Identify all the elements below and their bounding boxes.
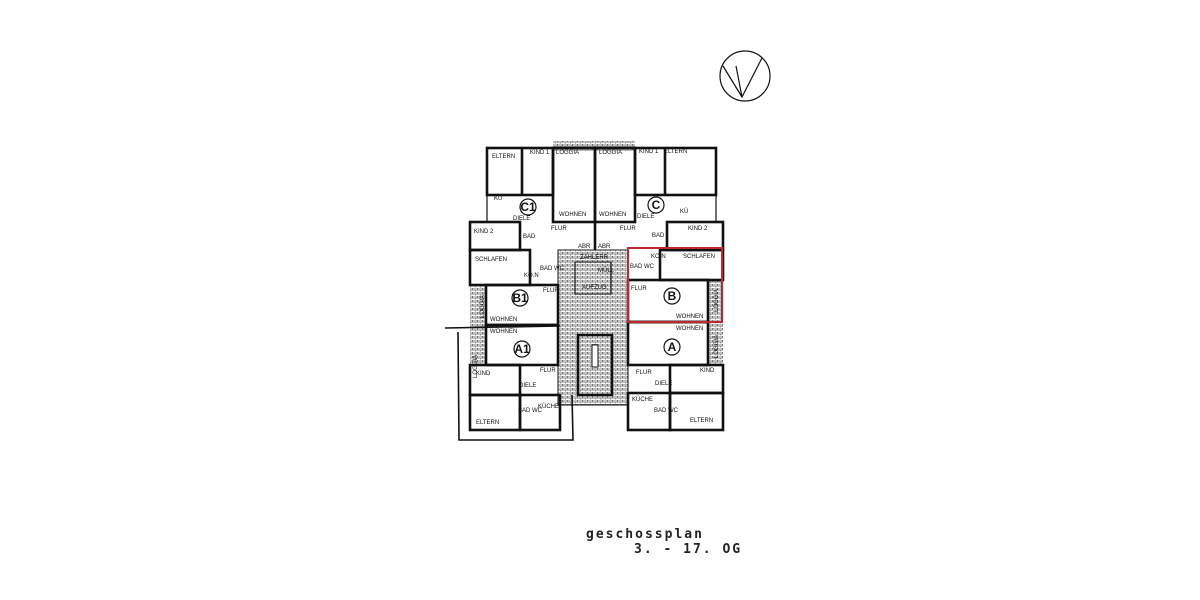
svg-text:BAD: BAD <box>523 234 536 240</box>
highlighted-apartment-b <box>627 247 723 323</box>
svg-text:LOGGIA: LOGGIA <box>473 355 479 378</box>
svg-text:KIND 2: KIND 2 <box>688 226 708 232</box>
svg-text:AUFZUG: AUFZUG <box>582 285 607 291</box>
svg-text:ABR: ABR <box>598 244 611 250</box>
svg-text:SCHLAFEN: SCHLAFEN <box>475 257 507 263</box>
svg-text:WOHNEN: WOHNEN <box>599 212 626 218</box>
svg-text:SCHLAFEN: SCHLAFEN <box>683 254 715 260</box>
svg-text:FLUR: FLUR <box>540 368 556 374</box>
svg-text:BAD: BAD <box>652 233 665 239</box>
svg-text:WOHNEN: WOHNEN <box>676 314 703 320</box>
loggia-top-left <box>553 141 595 151</box>
svg-text:LOGGIA: LOGGIA <box>599 150 622 156</box>
svg-text:KIND 1: KIND 1 <box>639 149 659 155</box>
svg-text:DIELE: DIELE <box>637 214 654 220</box>
svg-text:KIND: KIND <box>700 368 715 374</box>
svg-text:FLUR: FLUR <box>620 226 636 232</box>
svg-text:A: A <box>668 340 677 354</box>
compass-north-icon <box>719 50 771 102</box>
plan-subtitle: 3. - 17. OG <box>634 542 743 557</box>
stair-core <box>557 249 629 406</box>
svg-text:KÜCHE: KÜCHE <box>538 403 559 410</box>
svg-text:ZÄHLERR: ZÄHLERR <box>580 254 609 261</box>
room-labels: ELTERN KIND 1 LOGGIA LOGGIA KIND 1 ELTER… <box>473 149 720 426</box>
svg-text:KÜCHE: KÜCHE <box>632 396 653 403</box>
svg-text:ELTERN: ELTERN <box>492 154 515 160</box>
svg-text:KO.N: KO.N <box>524 273 539 279</box>
svg-text:DIELE: DIELE <box>655 381 672 387</box>
svg-text:BAD WC: BAD WC <box>654 408 679 414</box>
svg-text:B: B <box>668 289 677 303</box>
elevator <box>574 261 612 295</box>
svg-text:LOGGIA: LOGGIA <box>714 289 720 312</box>
svg-text:WOHNEN: WOHNEN <box>490 317 517 323</box>
loggia-top-right <box>595 141 635 151</box>
svg-text:WOHNEN: WOHNEN <box>490 329 517 335</box>
svg-text:A1: A1 <box>514 342 530 356</box>
svg-text:FLUR: FLUR <box>636 370 652 376</box>
svg-text:LOGGIA: LOGGIA <box>714 335 720 358</box>
plan-title: geschossplan <box>586 527 704 542</box>
svg-text:C1: C1 <box>520 200 536 214</box>
svg-text:B1: B1 <box>512 291 528 305</box>
svg-text:LOGGIA: LOGGIA <box>480 295 486 318</box>
svg-text:KIND 2: KIND 2 <box>474 229 494 235</box>
loggia-left <box>470 285 486 365</box>
svg-text:ELTERN: ELTERN <box>476 420 499 426</box>
unit-markers: C1 C B1 B A1 A <box>511 196 681 358</box>
svg-text:ELTERN: ELTERN <box>664 149 687 155</box>
svg-text:FLUR: FLUR <box>543 288 559 294</box>
svg-text:DIELE: DIELE <box>519 383 536 389</box>
svg-text:KIND: KIND <box>476 371 491 377</box>
svg-text:C: C <box>652 198 661 212</box>
svg-text:BAD WC: BAD WC <box>540 266 565 272</box>
svg-text:BAD WC: BAD WC <box>630 264 655 270</box>
svg-text:KÜ: KÜ <box>494 195 502 202</box>
svg-text:DIELE: DIELE <box>513 216 530 222</box>
svg-text:ABR: ABR <box>578 244 591 250</box>
svg-text:KÜ: KÜ <box>680 208 688 215</box>
svg-text:ELTERN: ELTERN <box>690 418 713 424</box>
svg-text:WOHNEN: WOHNEN <box>676 326 703 332</box>
svg-text:WOHNEN: WOHNEN <box>559 212 586 218</box>
svg-text:BAD WC: BAD WC <box>518 408 543 414</box>
svg-text:KO.N: KO.N <box>651 254 666 260</box>
stairwell <box>576 333 614 397</box>
svg-text:FLUR: FLUR <box>551 226 567 232</box>
svg-text:FLUR: FLUR <box>631 286 647 292</box>
svg-text:LOGGIA: LOGGIA <box>556 150 579 156</box>
svg-text:KIND 1: KIND 1 <box>530 150 550 156</box>
svg-text:MÜLL: MÜLL <box>598 267 615 274</box>
hand-drawn-marking <box>444 325 574 441</box>
